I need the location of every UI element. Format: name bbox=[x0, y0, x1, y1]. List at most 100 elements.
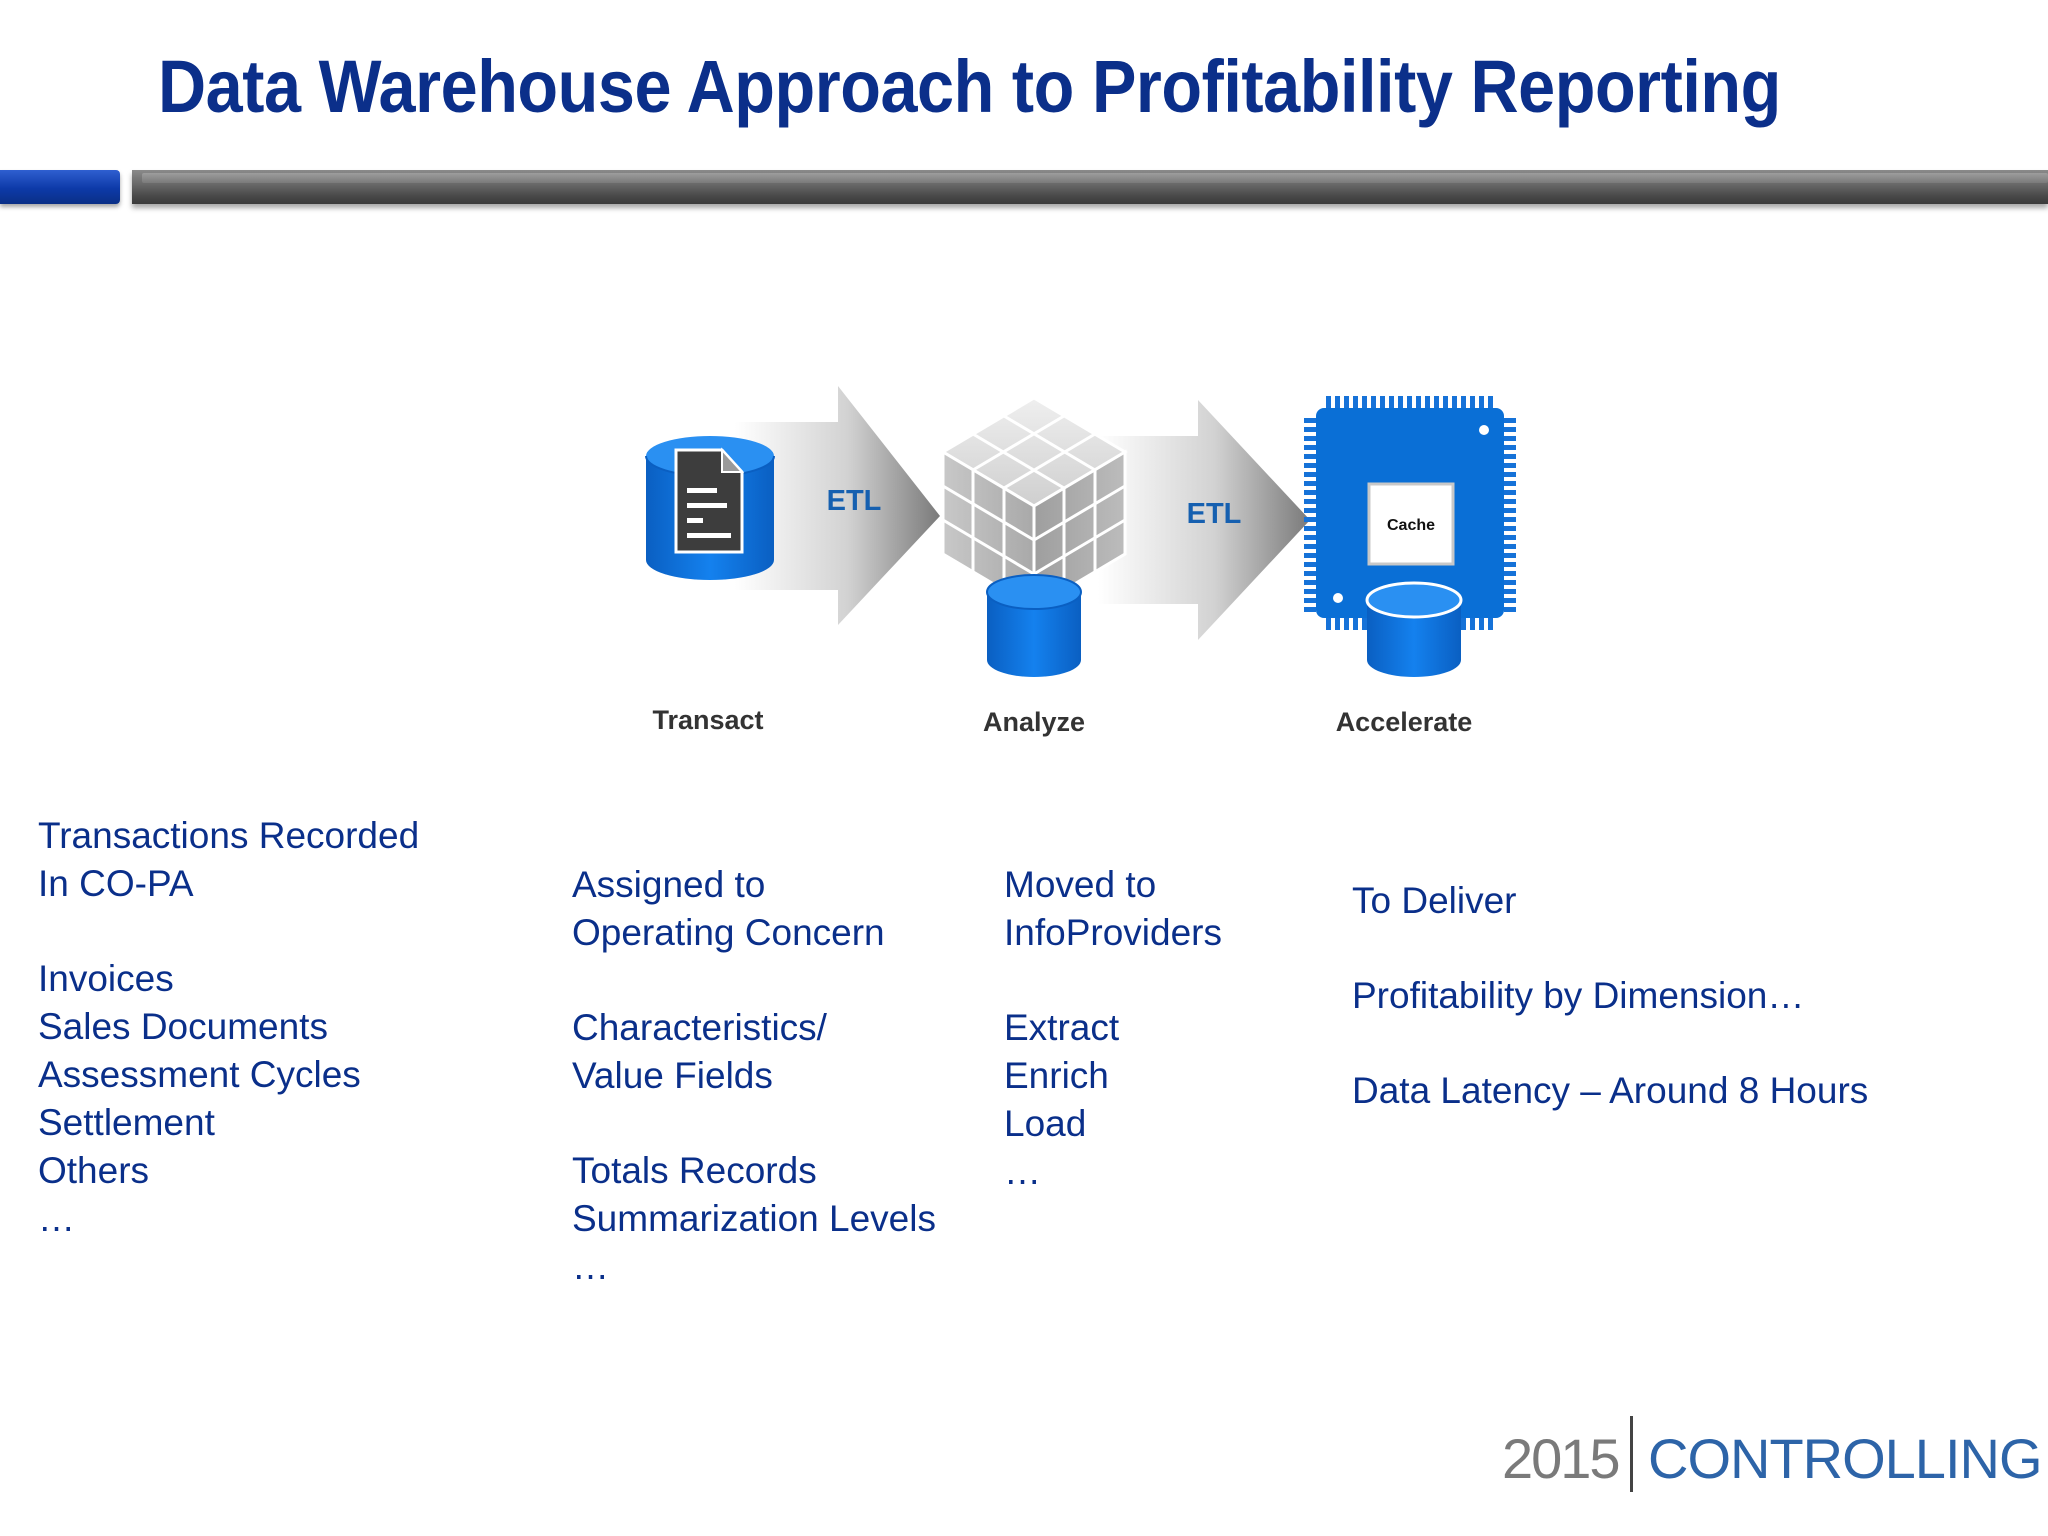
column-transact-line: Transactions Recorded bbox=[38, 815, 420, 856]
chip-pin bbox=[1304, 517, 1316, 522]
column-transact-line: Assessment Cycles bbox=[38, 1054, 361, 1095]
chip-pin bbox=[1504, 445, 1516, 450]
chip-pin bbox=[1304, 454, 1316, 459]
chip-pin bbox=[1335, 618, 1340, 630]
stage-label-transact: Transact bbox=[652, 705, 763, 735]
column-deliver-line: To Deliver bbox=[1352, 880, 1517, 921]
chip-pin bbox=[1504, 589, 1516, 594]
column-operating-concern-spacer bbox=[572, 1100, 936, 1147]
chip-pin bbox=[1504, 427, 1516, 432]
chip-pin bbox=[1407, 396, 1412, 408]
logo-year: 2015 bbox=[1502, 1427, 1621, 1490]
chip-pin bbox=[1479, 396, 1484, 408]
chip-pin bbox=[1389, 396, 1394, 408]
column-deliver: To Deliver Profitability by Dimension… D… bbox=[1352, 877, 1868, 1115]
column-deliver-spacer bbox=[1352, 1020, 1868, 1067]
chip-pin bbox=[1504, 553, 1516, 558]
chip-pin bbox=[1304, 571, 1316, 576]
chip-pin bbox=[1504, 598, 1516, 603]
chip-pin bbox=[1304, 526, 1316, 531]
chip-pin bbox=[1504, 490, 1516, 495]
chip-pin bbox=[1398, 396, 1403, 408]
chip-pin bbox=[1504, 418, 1516, 423]
title-accent-bar bbox=[0, 170, 120, 204]
column-infoproviders-line: Enrich bbox=[1004, 1055, 1109, 1096]
column-transact-line: Others bbox=[38, 1150, 150, 1191]
chip-pin bbox=[1304, 508, 1316, 513]
chip-pin bbox=[1504, 526, 1516, 531]
chip-pin bbox=[1304, 544, 1316, 549]
column-transact-line: In CO-PA bbox=[38, 863, 194, 904]
slide-title: Data Warehouse Approach to Profitability… bbox=[158, 45, 1781, 128]
chip-pin bbox=[1452, 396, 1457, 408]
chip-pin bbox=[1353, 396, 1358, 408]
cache-label: Cache bbox=[1387, 517, 1435, 534]
chip-pin bbox=[1488, 618, 1493, 630]
etl-arrow-2: ETL bbox=[1098, 400, 1310, 640]
column-deliver-line: Profitability by Dimension… bbox=[1352, 975, 1805, 1016]
chip-pin bbox=[1362, 618, 1367, 630]
chip-pin bbox=[1304, 427, 1316, 432]
chip-pin bbox=[1504, 571, 1516, 576]
logo-name: CONTROLLING bbox=[1648, 1427, 2042, 1490]
chip-pin bbox=[1304, 553, 1316, 558]
chip-pin bbox=[1326, 396, 1331, 408]
chip-pin bbox=[1504, 463, 1516, 468]
chip-pin bbox=[1504, 454, 1516, 459]
chip-pin bbox=[1304, 481, 1316, 486]
chip-pin bbox=[1371, 396, 1376, 408]
chip-pin bbox=[1304, 445, 1316, 450]
chip-pin bbox=[1504, 517, 1516, 522]
column-transact-line: Settlement bbox=[38, 1102, 215, 1143]
chip-pin bbox=[1335, 396, 1340, 408]
chip-pin bbox=[1504, 481, 1516, 486]
etl-arrow-1: ETL bbox=[735, 386, 940, 625]
chip-pin bbox=[1504, 535, 1516, 540]
column-infoproviders-line: InfoProviders bbox=[1004, 912, 1222, 953]
chip-pin bbox=[1434, 396, 1439, 408]
column-infoproviders-line: Extract bbox=[1004, 1007, 1120, 1048]
chip-pin bbox=[1504, 607, 1516, 612]
chip-pin bbox=[1380, 396, 1385, 408]
chip-pin bbox=[1304, 490, 1316, 495]
column-infoproviders: Moved to InfoProviders Extract Enrich Lo… bbox=[1004, 861, 1222, 1196]
column-infoproviders-line: Load bbox=[1004, 1103, 1087, 1144]
chip-pin bbox=[1304, 607, 1316, 612]
chip-pin bbox=[1344, 618, 1349, 630]
column-operating-concern-line: … bbox=[572, 1246, 609, 1287]
column-transact-line: … bbox=[38, 1198, 75, 1239]
column-infoproviders-spacer bbox=[1004, 957, 1222, 1004]
column-operating-concern-spacer bbox=[572, 957, 936, 1004]
column-operating-concern: Assigned to Operating Concern Characteri… bbox=[572, 861, 936, 1291]
chip-pin bbox=[1304, 472, 1316, 477]
column-deliver-line: Data Latency – Around 8 Hours bbox=[1352, 1070, 1869, 1111]
column-transact: Transactions Recorded In CO-PA Invoices … bbox=[38, 812, 419, 1243]
chip-pin bbox=[1326, 618, 1331, 630]
chip-pin bbox=[1461, 618, 1466, 630]
chip-pin bbox=[1304, 562, 1316, 567]
chip-cache-database-icon: Cache bbox=[1304, 396, 1516, 677]
chip-pin bbox=[1504, 436, 1516, 441]
chip-pin bbox=[1425, 396, 1430, 408]
chip-pin bbox=[1504, 544, 1516, 549]
stage-label-analyze: Analyze bbox=[983, 707, 1085, 737]
etl-arrow-2-label: ETL bbox=[1187, 498, 1242, 530]
chip-pin bbox=[1470, 618, 1475, 630]
column-operating-concern-line: Operating Concern bbox=[572, 912, 885, 953]
column-transact-line: Invoices bbox=[38, 958, 174, 999]
etl-arrow-1-label: ETL bbox=[827, 485, 882, 517]
chip-pin bbox=[1504, 562, 1516, 567]
column-transact-line: Sales Documents bbox=[38, 1006, 328, 1047]
column-operating-concern-line: Totals Records bbox=[572, 1150, 817, 1191]
chip-pin bbox=[1304, 436, 1316, 441]
cube-database-icon bbox=[940, 396, 1128, 677]
column-infoproviders-line: Moved to bbox=[1004, 864, 1157, 905]
chip-pin bbox=[1362, 396, 1367, 408]
chip-pin bbox=[1304, 463, 1316, 468]
document-database-icon bbox=[645, 436, 775, 580]
chip-pin bbox=[1504, 499, 1516, 504]
chip-pin bbox=[1304, 589, 1316, 594]
chip-pin bbox=[1479, 618, 1484, 630]
chip-pin bbox=[1504, 580, 1516, 585]
